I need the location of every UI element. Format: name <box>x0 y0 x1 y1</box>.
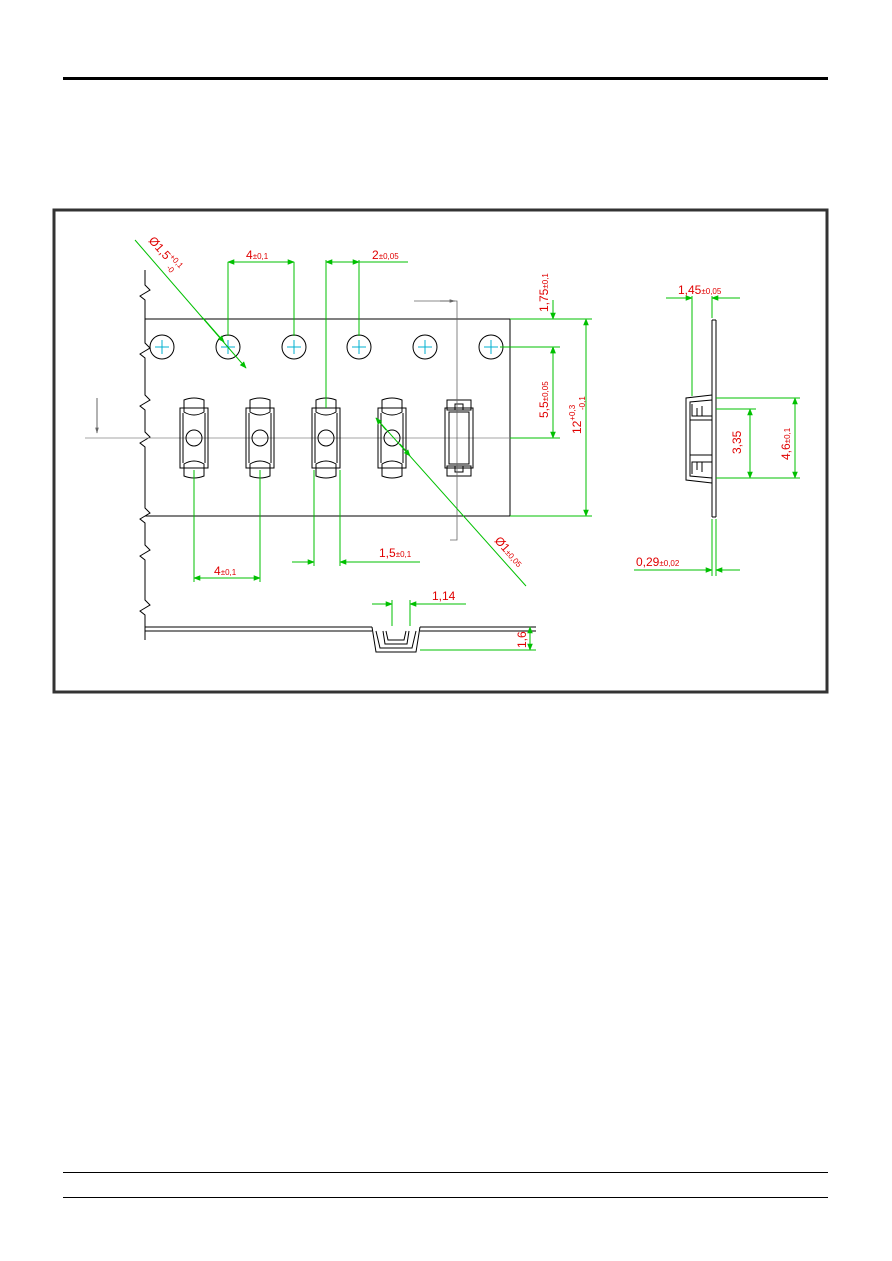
reference-leader <box>414 300 458 541</box>
pocket-side-view <box>685 319 717 518</box>
carrier-tape-top-view <box>145 318 511 517</box>
pocket-with-component <box>444 399 474 477</box>
dim-pocket-length-top: 1,45±0,05 <box>678 283 722 297</box>
dim-pocket-depth-inner: 1,14 <box>432 589 456 603</box>
side-view-dims <box>634 295 800 576</box>
footer-rule-bottom <box>63 1197 828 1198</box>
pocket <box>311 397 341 479</box>
dim-edge-to-hole: 1,75±0,1 <box>537 273 551 312</box>
dim-pocket-opening: 3,35 <box>730 430 744 454</box>
dim-hole-to-pocket-center: 5,5±0,05 <box>537 381 551 418</box>
dim-pocket-pitch: 4±0,1 <box>214 564 237 578</box>
drawing-frame <box>52 208 829 694</box>
header-rule <box>63 77 828 80</box>
sprocket-hole <box>149 334 175 360</box>
dim-pocket-width: 1,5±0,1 <box>379 546 412 560</box>
pocket <box>245 397 275 479</box>
pockets <box>179 397 474 479</box>
pocket <box>179 397 209 479</box>
footer-rule-top <box>63 1172 828 1173</box>
break-line <box>139 270 151 640</box>
dim-sprocket-pitch: 4±0,1 <box>246 248 269 262</box>
cross-section-dims <box>372 600 536 651</box>
dim-sprocket-hole-dia-lower: -0 <box>165 263 177 275</box>
dim-pocket-hole-dia: Ø1±0,05 <box>492 534 527 571</box>
dim-tape-width-lower: -0,1 <box>578 396 587 410</box>
dim-tape-width: 12+0,3 <box>568 404 584 434</box>
tape-cross-section <box>145 626 536 653</box>
sprocket-hole <box>412 334 438 360</box>
dimension-lines <box>134 239 592 587</box>
dim-pocket-depth-total: 1,6 <box>515 631 529 648</box>
dim-pocket-length: 4,6±0,1 <box>779 427 793 460</box>
dim-tape-thickness: 0,29±0,02 <box>636 555 680 569</box>
dim-hole-to-pocket: 2±0,05 <box>372 248 399 262</box>
